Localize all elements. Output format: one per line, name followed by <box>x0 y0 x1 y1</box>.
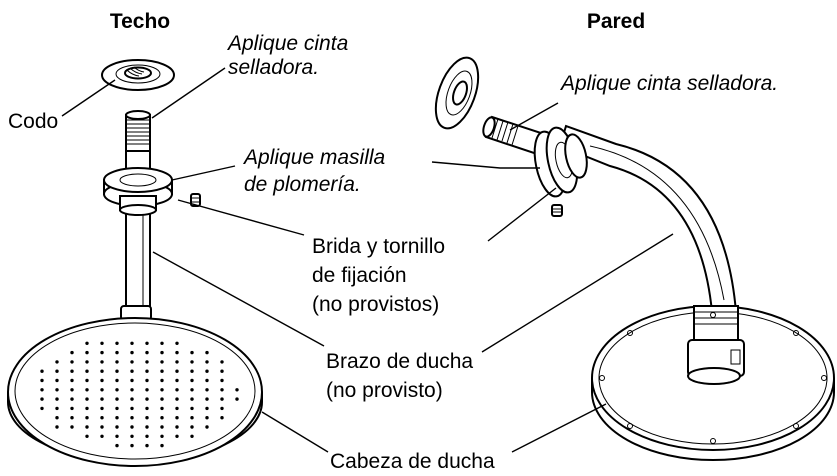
label-sealing-tape-1: Aplique cinta <box>226 32 348 55</box>
wall-flange <box>533 126 588 198</box>
wall-shower-head <box>591 305 835 461</box>
label-flange-2: de fijación <box>312 264 407 287</box>
label-head: Cabeza de ducha <box>330 450 495 473</box>
label-sealing-tape-2: selladora. <box>228 56 319 79</box>
label-elbow: Codo <box>8 110 58 133</box>
ceiling-shower-head <box>7 305 263 467</box>
wall-set-screw <box>551 204 563 217</box>
header-ceiling: Techo <box>110 10 170 33</box>
ceiling-flange <box>103 167 173 216</box>
label-arm-1: Brazo de ducha <box>326 350 473 373</box>
ceiling-set-screw <box>190 193 201 207</box>
ceiling-elbow <box>101 59 175 91</box>
wall-elbow <box>434 56 480 130</box>
label-flange-3: (no provistos) <box>312 293 439 316</box>
ceiling-threaded-nipple <box>125 110 151 152</box>
label-flange-1: Brida y tornillo <box>312 235 445 258</box>
label-arm-2: (no provisto) <box>326 379 443 402</box>
label-putty-1: Aplique masilla <box>242 146 385 169</box>
header-wall: Pared <box>587 10 645 33</box>
shower-head-screws <box>599 312 827 444</box>
leader-lines <box>61 67 674 453</box>
shower-head-nozzles <box>40 341 239 448</box>
label-sealing-tape-wall: Aplique cinta selladora. <box>559 72 778 95</box>
label-putty-2: de plomería. <box>244 173 361 196</box>
